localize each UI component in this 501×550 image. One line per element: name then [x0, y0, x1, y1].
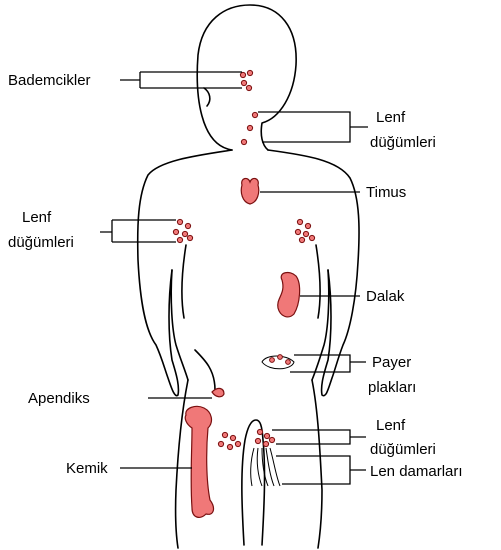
groin-node — [230, 435, 235, 440]
tonsil-node — [240, 72, 245, 77]
armpit-node — [182, 231, 187, 236]
groin-node — [269, 437, 274, 442]
groin-node — [263, 441, 268, 446]
neck-node — [241, 139, 246, 144]
armpit-node — [295, 229, 300, 234]
armpit-node — [173, 229, 178, 234]
tonsil-node — [241, 80, 246, 85]
label-groin-nodes-line2: düğümleri — [370, 441, 436, 458]
armpit-node — [177, 237, 182, 242]
payer-node — [286, 360, 291, 365]
groin-node — [227, 444, 232, 449]
label-neck-nodes-line2: düğümleri — [370, 134, 436, 151]
label-armpit-nodes-line2: düğümleri — [8, 234, 74, 251]
label-appendix: Apendiks — [28, 390, 90, 407]
label-armpit-nodes-line1: Lenf — [22, 209, 52, 226]
diagram-labels: Bademcikler Lenf düğümleri Timus Lenf dü… — [8, 72, 463, 480]
armpit-node — [309, 235, 314, 240]
neck-node — [247, 125, 252, 130]
label-bone: Kemik — [66, 460, 108, 477]
payer-node — [270, 358, 275, 363]
armpit-node — [185, 223, 190, 228]
armpit-node — [303, 231, 308, 236]
lymph-vessel — [266, 448, 274, 486]
payer-node — [278, 355, 283, 360]
label-thymus: Timus — [366, 184, 406, 201]
armpit-node — [299, 237, 304, 242]
label-tonsils: Bademcikler — [8, 72, 91, 89]
label-spleen: Dalak — [366, 288, 405, 305]
armpit-node — [187, 235, 192, 240]
label-groin-nodes-line1: Lenf — [376, 417, 406, 434]
label-neck-nodes-line1: Lenf — [376, 109, 406, 126]
appendix-organ — [212, 388, 224, 396]
lymph-vessel — [257, 448, 262, 486]
lymph-vessel — [251, 448, 254, 486]
label-payer-line2: plakları — [368, 379, 416, 396]
armpit-node — [305, 223, 310, 228]
armpit-node — [297, 219, 302, 224]
femur-bone — [185, 406, 213, 517]
label-payer-line1: Payer — [372, 354, 411, 371]
label-lymph-vessels: Len damarları — [370, 463, 463, 480]
spleen-organ — [278, 273, 300, 317]
groin-node — [218, 441, 223, 446]
tonsil-node — [246, 85, 251, 90]
armpit-node — [177, 219, 182, 224]
lymph-vessel — [270, 448, 280, 486]
groin-node — [255, 438, 260, 443]
neck-node — [252, 112, 257, 117]
groin-node — [235, 441, 240, 446]
groin-node — [264, 433, 269, 438]
groin-node — [222, 432, 227, 437]
groin-node — [257, 429, 262, 434]
thymus-organ — [241, 178, 258, 204]
tonsil-node — [247, 70, 252, 75]
